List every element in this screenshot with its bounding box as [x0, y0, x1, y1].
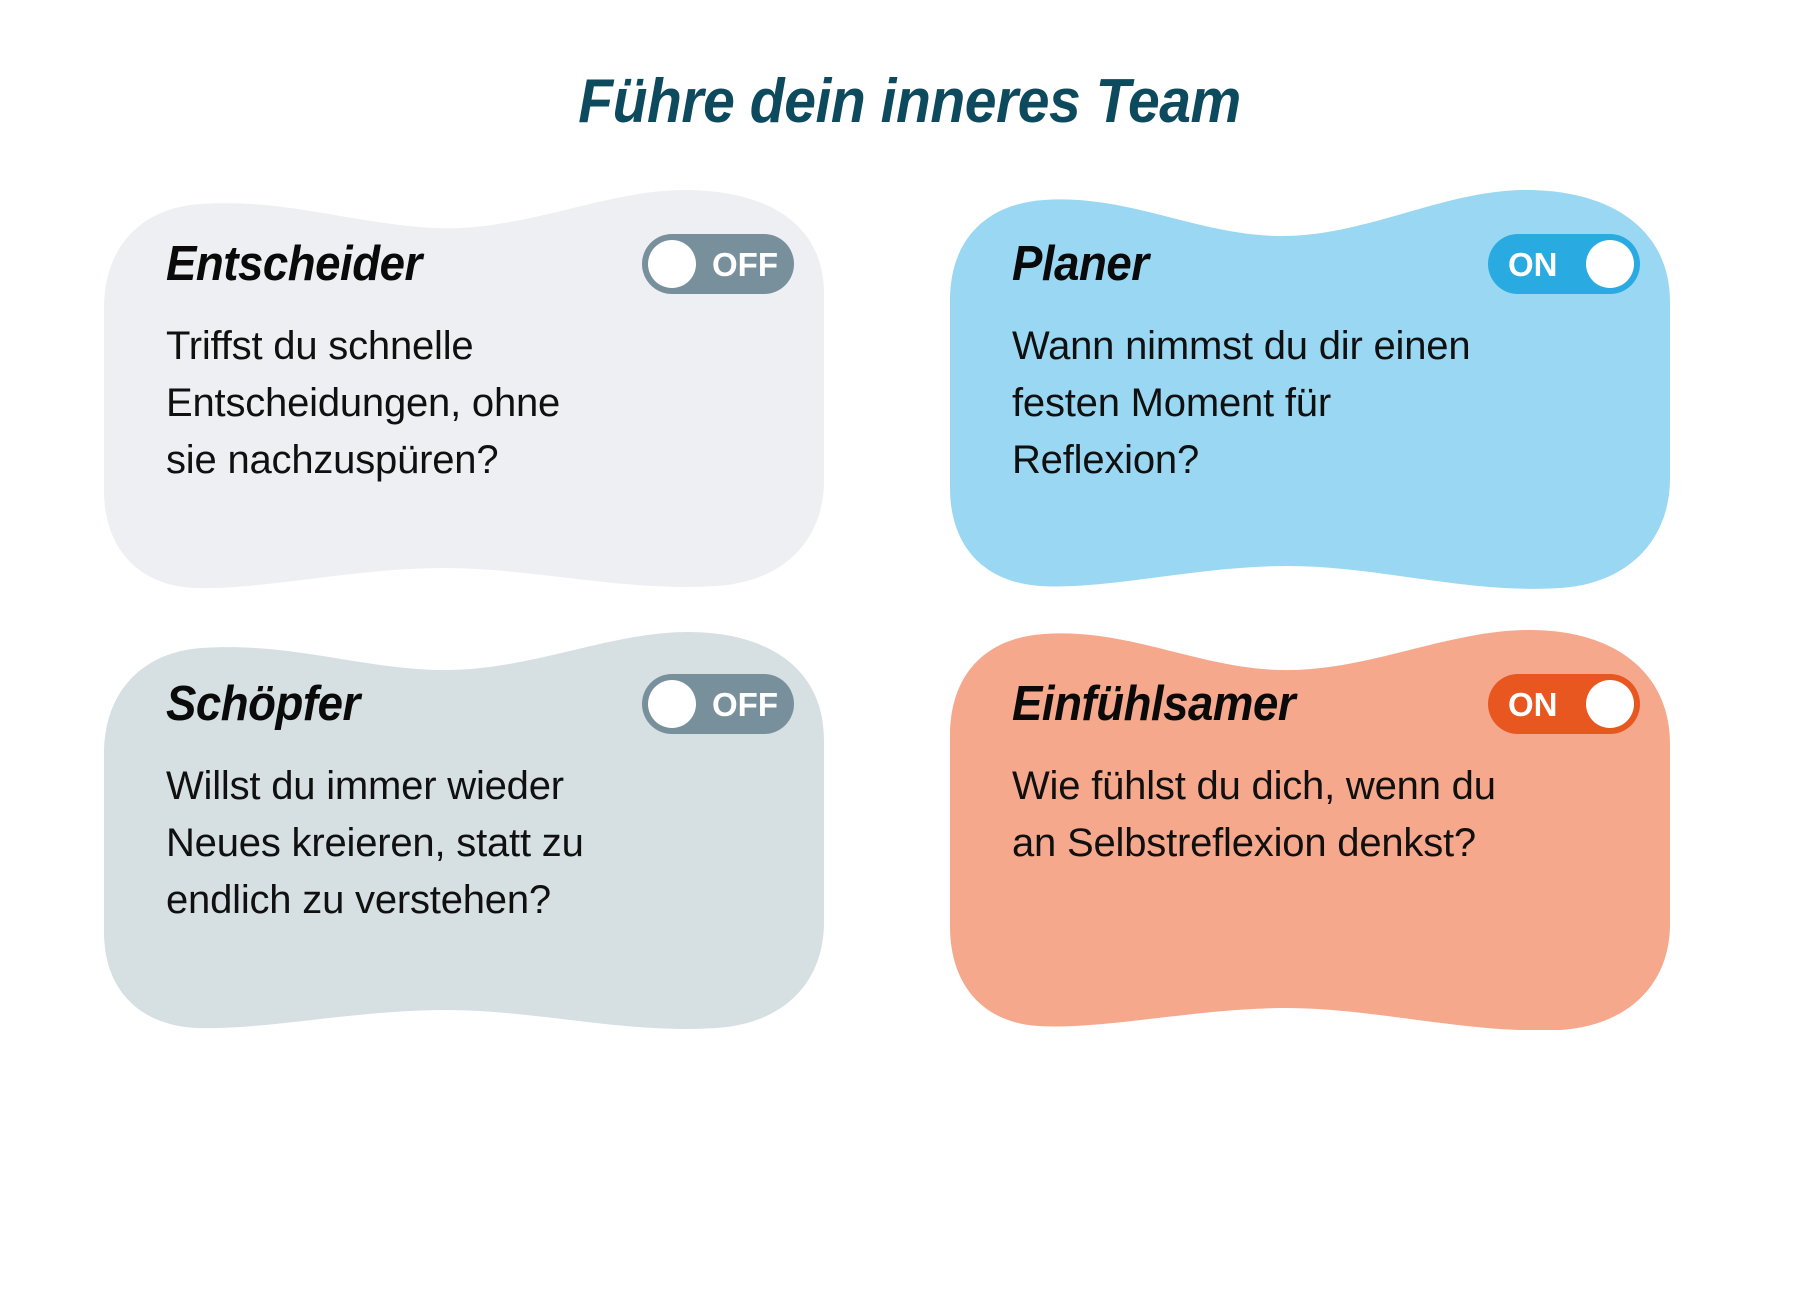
- card-question: Wann nimmst du dir einen festen Moment f…: [1012, 324, 1471, 482]
- card-content: Planer ON Wann nimmst du dir einen feste…: [950, 190, 1670, 590]
- card-blob-shape: [104, 190, 824, 589]
- card-blob-shape: [950, 630, 1670, 1030]
- toggle-knob: [648, 240, 696, 288]
- page-title: Führe dein inneres Team: [578, 67, 1241, 136]
- card-content: Schöpfer OFF Willst du immer wieder Neue…: [104, 630, 824, 1030]
- card-blob-path-0: [104, 190, 824, 589]
- card-grid: Entscheider OFF Triffst du schnelle Ents…: [0, 190, 1819, 1250]
- card-title: Planer: [1012, 236, 1149, 291]
- toggle-einfuehlsamer[interactable]: ON: [1488, 674, 1640, 734]
- card-blob-path-1: [950, 190, 1670, 589]
- toggle-entscheider[interactable]: OFF: [642, 234, 794, 294]
- card-question: Triffst du schnelle Entscheidungen, ohne…: [166, 324, 561, 482]
- card-einfuehlsamer[interactable]: Einfühlsamer ON Wie fühlst du dich, wenn…: [950, 630, 1670, 1030]
- card-blob-path-2: [104, 632, 824, 1029]
- card-entscheider[interactable]: Entscheider OFF Triffst du schnelle Ents…: [104, 190, 824, 590]
- card-content: Entscheider OFF Triffst du schnelle Ents…: [104, 190, 824, 590]
- card-header: Schöpfer OFF: [166, 672, 794, 736]
- toggle-state-label: OFF: [712, 685, 778, 723]
- toggle-knob: [648, 680, 696, 728]
- card-question: Willst du immer wieder Neues kreieren, s…: [166, 764, 584, 922]
- card-title: Schöpfer: [166, 676, 360, 731]
- toggle-state-label: ON: [1508, 245, 1558, 283]
- card-title: Einfühlsamer: [1012, 676, 1296, 731]
- toggle-state-label: ON: [1508, 685, 1558, 723]
- toggle-planer[interactable]: ON: [1488, 234, 1640, 294]
- card-header: Entscheider OFF: [166, 232, 794, 296]
- card-schoepfer[interactable]: Schöpfer OFF Willst du immer wieder Neue…: [104, 630, 824, 1030]
- card-question: Wie fühlst du dich, wenn du an Selbstref…: [1012, 764, 1496, 865]
- card-planer[interactable]: Planer ON Wann nimmst du dir einen feste…: [950, 190, 1670, 590]
- toggle-schoepfer[interactable]: OFF: [642, 674, 794, 734]
- card-title: Entscheider: [166, 236, 422, 291]
- card-header: Einfühlsamer ON: [1012, 672, 1640, 736]
- toggle-state-label: OFF: [712, 245, 778, 283]
- card-blob-shape: [950, 190, 1670, 589]
- card-blob-shape: [104, 632, 824, 1029]
- card-header: Planer ON: [1012, 232, 1640, 296]
- toggle-knob: [1586, 680, 1634, 728]
- toggle-knob: [1586, 240, 1634, 288]
- card-blob-path-3: [950, 630, 1670, 1030]
- card-content: Einfühlsamer ON Wie fühlst du dich, wenn…: [950, 630, 1670, 1030]
